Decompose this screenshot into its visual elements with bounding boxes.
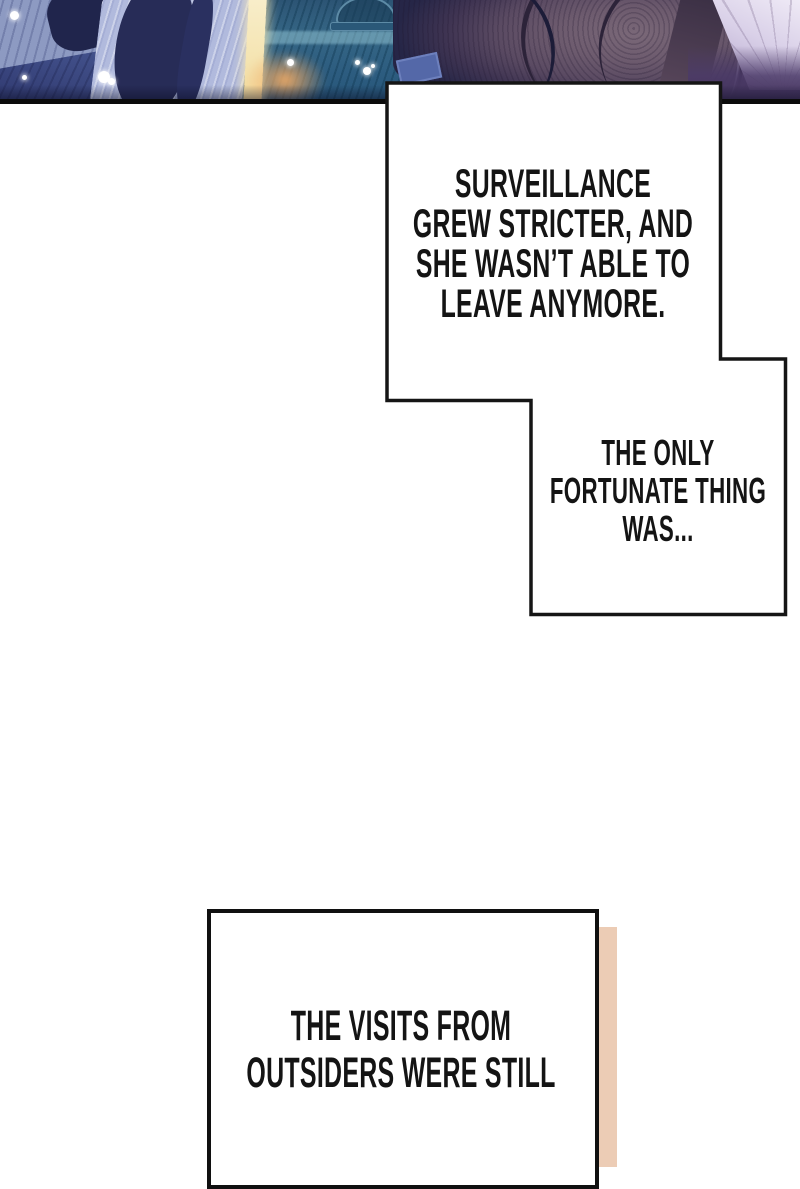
chandelier-base xyxy=(330,22,400,31)
sparkle-dot xyxy=(108,78,115,85)
scene-panel xyxy=(0,0,800,104)
sparkle-dot xyxy=(355,60,360,65)
sparkle-dot xyxy=(371,64,375,68)
narration-line: LEAVE ANYMORE. xyxy=(440,282,666,326)
sparkle-dot xyxy=(287,59,294,66)
sparkle-dot xyxy=(10,11,19,20)
narration-line: WAS... xyxy=(622,508,694,549)
sparkle-dot xyxy=(363,67,371,75)
narration-line: FORTUNATE THING xyxy=(549,470,767,511)
narration-line: THE ONLY xyxy=(601,432,715,473)
sparkle-dot xyxy=(22,75,27,80)
narration-line: SHE WASN’T ABLE TO xyxy=(415,242,691,286)
panel-bottom-shade xyxy=(0,85,800,99)
narration-box-3-text: THE VISITS FROM OUTSIDERS WERE STILL xyxy=(227,1003,575,1097)
sparkle-dot xyxy=(98,71,110,83)
orange-glow xyxy=(244,50,326,99)
narration-line: GREW STRICTER, AND xyxy=(412,202,694,246)
narration-line: OUTSIDERS WERE STILL xyxy=(246,1049,556,1097)
narration-bubble-shape xyxy=(385,81,788,617)
narration-line: THE VISITS FROM xyxy=(290,1002,512,1050)
narration-box-1: SURVEILLANCE GREW STRICTER, AND SHE WASN… xyxy=(367,164,739,324)
light-band xyxy=(262,31,414,44)
narration-line: SURVEILLANCE xyxy=(454,162,652,206)
narration-box-2: THE ONLY FORTUNATE THING WAS... xyxy=(472,434,800,548)
